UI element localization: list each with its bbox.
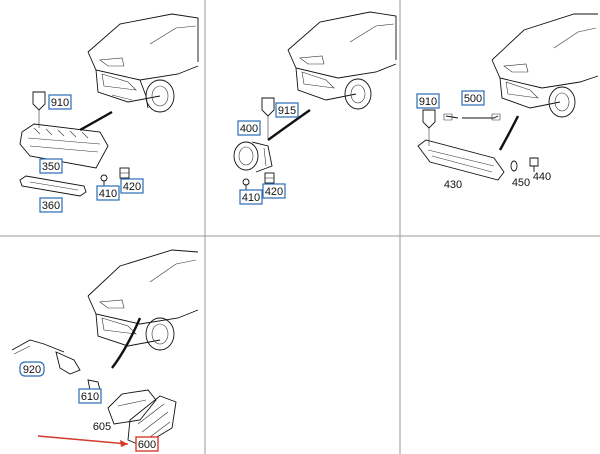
washer-450-icon (510, 160, 518, 172)
screw-410-icon (100, 174, 108, 186)
svg-text:420: 420 (265, 186, 283, 198)
car-front-illustration (287, 11, 397, 110)
clip-420-icon (119, 167, 130, 179)
svg-text:360: 360 (42, 200, 60, 212)
label-610[interactable]: 610 (78, 388, 102, 404)
round-fog-lamp (233, 141, 273, 173)
panel-1: 910 350 360 410 420 (19, 13, 199, 213)
label-910[interactable]: 910 (416, 93, 440, 109)
svg-text:500: 500 (464, 93, 482, 105)
fog-lamp-bar (19, 123, 109, 169)
leader-line (267, 109, 311, 141)
screw-410-icon (242, 178, 250, 190)
svg-text:430: 430 (444, 179, 462, 191)
svg-text:910: 910 (419, 96, 437, 108)
connector-910-icon (422, 109, 436, 146)
panel-4: 920 610 605 600 (11, 249, 199, 452)
label-350[interactable]: 350 (39, 158, 63, 174)
svg-text:610: 610 (81, 391, 99, 403)
svg-text:915: 915 (278, 105, 296, 117)
connector-910-icon (32, 91, 46, 128)
lamp-lens (127, 395, 177, 447)
connector-915-icon (261, 97, 275, 140)
label-915[interactable]: 915 (275, 102, 299, 118)
label-600[interactable]: 600 (135, 436, 159, 452)
leader-line (111, 317, 142, 369)
label-420[interactable]: 420 (262, 183, 286, 199)
svg-text:450: 450 (512, 177, 530, 189)
car-front-illustration (491, 13, 599, 118)
label-500[interactable]: 500 (461, 90, 485, 106)
svg-text:420: 420 (123, 181, 141, 193)
label-420[interactable]: 420 (120, 178, 144, 194)
cable-500-icon (443, 113, 501, 121)
label-910[interactable]: 910 (48, 94, 72, 110)
svg-text:440: 440 (533, 171, 551, 183)
bolt-440-icon (529, 157, 539, 172)
label-440: 440 (533, 171, 551, 183)
label-450: 450 (512, 177, 530, 189)
running-light-strip (417, 139, 505, 181)
panel-2: 915 400 410 420 (233, 11, 397, 205)
svg-text:605: 605 (93, 421, 111, 433)
car-front-illustration (87, 13, 199, 113)
label-410[interactable]: 410 (239, 189, 263, 205)
label-400[interactable]: 400 (237, 120, 261, 136)
label-410[interactable]: 410 (96, 185, 120, 201)
svg-text:350: 350 (42, 161, 60, 173)
svg-text:910: 910 (51, 97, 69, 109)
label-430: 430 (444, 179, 462, 191)
highlight-arrow (37, 435, 129, 447)
trim-strip (19, 175, 87, 197)
svg-text:410: 410 (99, 188, 117, 200)
car-front-illustration (87, 249, 199, 351)
svg-text:920: 920 (23, 364, 41, 376)
svg-text:410: 410 (242, 192, 260, 204)
leader-line (498, 115, 520, 151)
lamp-housing (107, 389, 157, 425)
svg-text:600: 600 (138, 439, 156, 451)
label-605: 605 (93, 421, 111, 433)
clip-420-icon (264, 172, 275, 184)
label-920[interactable]: 920 (19, 361, 45, 377)
panel-3: 910 500 430 450 440 (416, 13, 599, 191)
label-360[interactable]: 360 (39, 197, 63, 213)
svg-text:400: 400 (240, 123, 258, 135)
leader-line (79, 110, 113, 132)
